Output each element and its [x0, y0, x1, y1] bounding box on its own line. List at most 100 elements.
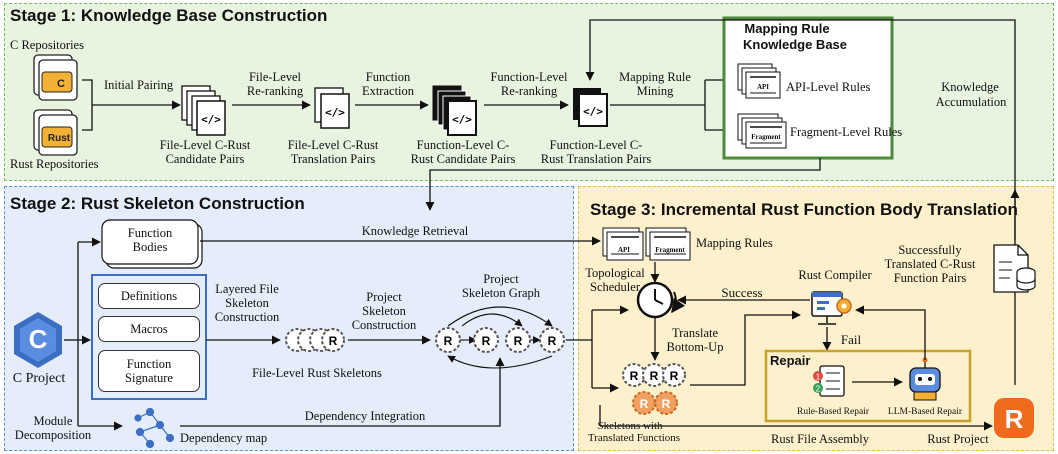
success-label: Success: [721, 285, 763, 300]
layered-label-1: Layered File: [215, 282, 279, 296]
successful-pairs-label-3: Function Pairs: [893, 271, 967, 285]
func-translation-label-2: Rust Translation Pairs: [540, 152, 652, 166]
translate-label-1: Translate: [671, 326, 719, 340]
project-skeleton-graph: R R R R: [435, 306, 565, 369]
file-rerank-label-1: File-Level: [248, 70, 302, 84]
function-translation-pairs-icon: </>: [573, 88, 608, 127]
rust-file-assembly-label: Rust File Assembly: [771, 432, 869, 446]
layered-label-2: Skeleton: [225, 296, 269, 310]
func-candidate-label-1: Function-Level C-: [416, 138, 510, 152]
proj-skel-label-1: Project: [366, 290, 402, 304]
file-level-rust-skeletons-icon: R: [285, 328, 345, 352]
api-rules-doc-icon: [737, 63, 781, 99]
svg-text:R: R: [444, 334, 453, 348]
svg-text:R: R: [670, 369, 679, 383]
svg-text:R: R: [329, 334, 338, 348]
svg-text:R: R: [650, 369, 659, 383]
definitions-box: Definitions: [98, 283, 200, 309]
mapping-rules-fragment-icon: [645, 227, 691, 261]
module-decomp-label-1: Module: [33, 414, 73, 428]
svg-text:R: R: [1005, 404, 1024, 434]
api-rules-label: API-Level Rules: [786, 80, 871, 94]
mapping-api-doc-label: API: [617, 246, 631, 254]
successful-pairs-label-1: Successfully: [898, 243, 962, 257]
svg-text:</>: </>: [201, 113, 221, 126]
rust-project-logo: R: [994, 398, 1034, 438]
svg-text:R: R: [662, 397, 671, 411]
function-signature-label-2: Signature: [125, 371, 173, 385]
svg-text:R: R: [514, 334, 523, 348]
svg-text:R: R: [640, 397, 649, 411]
kb-title-2: Knowledge Base: [742, 37, 848, 52]
macros-box: Macros: [98, 316, 200, 342]
function-bodies-box: Function Bodies: [102, 226, 198, 254]
module-decomp-label-2: Decomposition: [14, 428, 92, 442]
topological-label-2: Scheduler: [590, 280, 640, 294]
scheduler-clock-icon: [636, 281, 686, 319]
api-doc-label: API: [756, 83, 770, 91]
fail-label: Fail: [840, 332, 862, 347]
stage1-title: Stage 1: Knowledge Base Construction: [10, 6, 328, 25]
rust-compiler-label: Rust Compiler: [798, 268, 872, 282]
knowledge-accumulation-1: Knowledge: [941, 80, 999, 94]
svg-text:C: C: [29, 324, 48, 354]
mapping-fragment-doc-label: Fragment: [655, 246, 685, 254]
rule-mining-label-2: Mining: [636, 84, 674, 98]
file-rerank-label-2: Re-ranking: [246, 84, 304, 98]
file-translation-label-2: Translation Pairs: [290, 152, 376, 166]
llm-repair-robot-icon: [909, 357, 941, 401]
file-candidate-label-1: File-Level C-Rust: [159, 138, 251, 152]
c-repo-icon: [33, 54, 78, 101]
kb-title-1: Mapping Rule: [744, 21, 830, 36]
translate-label-2: Bottom-Up: [666, 340, 724, 354]
initial-pairing-label: Initial Pairing: [104, 78, 174, 92]
repair-title: Repair: [770, 353, 811, 368]
successful-pairs-db-icon: [993, 244, 1036, 293]
rust-badge: Rust: [47, 133, 71, 144]
func-rerank-label-2: Re-ranking: [500, 84, 558, 98]
c-badge: C: [57, 78, 65, 90]
layered-label-3: Construction: [214, 310, 280, 324]
func-rerank-label-1: Function-Level: [490, 70, 568, 84]
svg-text:R: R: [482, 334, 491, 348]
rust-project-label: Rust Project: [927, 432, 989, 446]
fragment-rules-label: Fragment-Level Rules: [790, 125, 903, 139]
rust-repo-icon: [33, 109, 78, 156]
file-translation-pairs-icon: </>: [314, 87, 350, 129]
svg-text:2: 2: [816, 385, 821, 394]
function-bodies-label-1: Function: [127, 226, 173, 240]
dependency-map-label: Dependency map: [180, 431, 268, 445]
function-signature-box: Function Signature: [98, 350, 200, 392]
func-translation-label-1: Function-Level C-: [549, 138, 643, 152]
knowledge-retrieval-label: Knowledge Retrieval: [361, 224, 469, 238]
skel-trans-label-1: Skeletons with: [597, 420, 663, 432]
mapping-rules-label: Mapping Rules: [696, 236, 773, 250]
knowledge-accumulation-2: Accumulation: [935, 95, 1007, 109]
stage3-title: Stage 3: Incremental Rust Function Body …: [590, 200, 1018, 219]
file-translation-label-1: File-Level C-Rust: [287, 138, 379, 152]
proj-skel-label-2: Skeleton: [362, 304, 406, 318]
translated-skeletons-icon: R R R R R: [622, 363, 686, 415]
rust-repositories-label: Rust Repositories: [10, 157, 99, 171]
fragment-doc-label: Fragment: [751, 133, 781, 141]
c-project-logo: C: [14, 312, 62, 368]
function-candidate-pairs-icon: </>: [432, 85, 477, 136]
func-extract-label-2: Extraction: [361, 84, 415, 98]
rule-mining-label-1: Mapping Rule: [619, 70, 691, 84]
svg-text:</>: </>: [325, 106, 345, 119]
topological-label-1: Topological: [585, 266, 645, 280]
func-extract-label-1: Function: [365, 70, 411, 84]
file-level-skeletons-label: File-Level Rust Skeletons: [252, 366, 382, 380]
graph-label-1: Project: [483, 272, 519, 286]
rust-compiler-icon: [811, 291, 852, 325]
graph-label-2: Skeleton Graph: [461, 286, 541, 300]
successful-pairs-label-2: Translated C-Rust: [884, 257, 976, 271]
llm-repair-label: LLM-Based Repair: [887, 407, 963, 417]
rule-repair-label: Rule-Based Repair: [796, 407, 870, 417]
function-signature-label-1: Function: [126, 357, 172, 371]
c-repositories-label: C Repositories: [10, 38, 84, 52]
dependency-integration-label: Dependency Integration: [304, 409, 426, 423]
c-project-label: C Project: [12, 371, 66, 386]
